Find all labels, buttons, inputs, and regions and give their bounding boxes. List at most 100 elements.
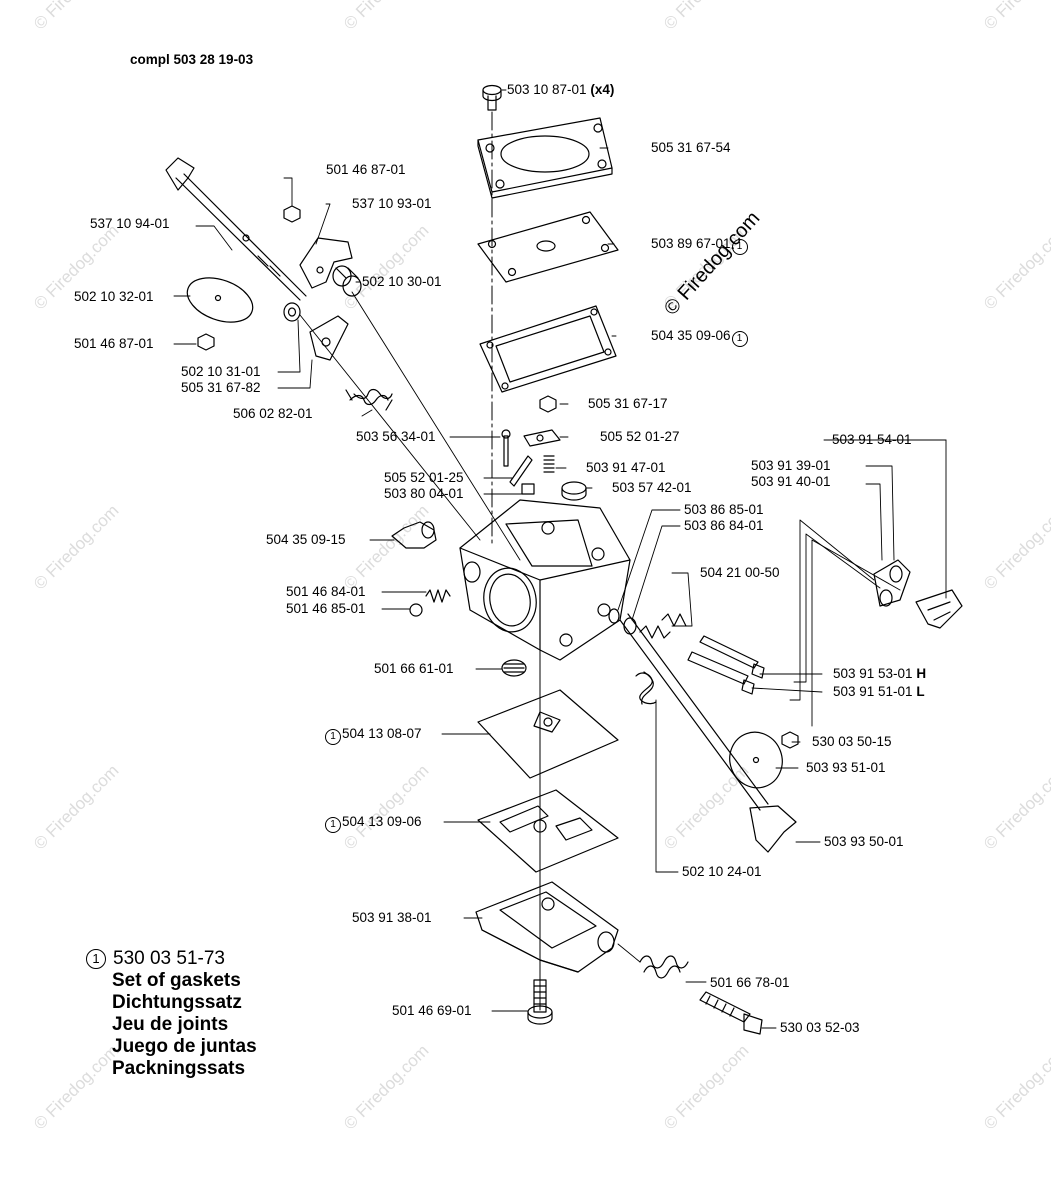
- fuel-inlet-fitting-icon: [391, 521, 437, 549]
- gasket-set-marker: 1: [731, 239, 748, 255]
- part-label-p17: 503 91 54-01: [832, 432, 912, 448]
- lever-spring-icon: [543, 455, 555, 473]
- part-number: 503 91 40-01: [751, 474, 831, 489]
- part-number: 505 52 01-25: [384, 470, 464, 485]
- part-label-p05: 537 10 94-01: [90, 216, 170, 232]
- choke-screw-icon: [781, 731, 799, 749]
- part-number: 501 66 78-01: [710, 975, 790, 990]
- part-number: 504 35 09-06: [651, 328, 731, 343]
- pump-cover-icon: [477, 117, 613, 199]
- throttle-valve-icon: [186, 277, 254, 323]
- return-spring-icon: [345, 388, 393, 411]
- part-label-p32: 503 91 51-01 L: [833, 684, 925, 700]
- part-number: 503 91 54-01: [832, 432, 912, 447]
- high-speed-needle-icon: [699, 635, 765, 679]
- part-number: 503 86 84-01: [684, 518, 764, 533]
- part-suffix: L: [912, 684, 925, 699]
- legend-line: Jeu de joints: [112, 1014, 229, 1035]
- bracket-icon: [299, 237, 353, 289]
- part-number: 503 91 39-01: [751, 458, 831, 473]
- detent-icon: [873, 559, 911, 607]
- check-ball-icon: [409, 603, 423, 617]
- lever-screw-icon: [539, 395, 557, 413]
- part-label-p08: 502 10 30-01: [362, 274, 442, 290]
- part-number: 537 10 94-01: [90, 216, 170, 231]
- part-label-p14: 506 02 82-01: [233, 406, 313, 422]
- part-label-p29: 501 46 85-01: [286, 601, 366, 617]
- part-label-p37: 503 93 50-01: [824, 834, 904, 850]
- part-label-p40: 501 66 78-01: [710, 975, 790, 991]
- legend-line: Packningssats: [112, 1058, 246, 1079]
- part-number: 501 46 87-01: [326, 162, 406, 177]
- part-label-p11: 502 10 31-01: [181, 364, 261, 380]
- part-number: 505 31 67-54: [651, 140, 731, 155]
- part-label-p21: 503 91 40-01: [751, 474, 831, 490]
- part-label-p23: 503 80 04-01: [384, 486, 464, 502]
- part-number: 501 66 61-01: [374, 661, 454, 676]
- small-spring-icon: [425, 589, 451, 603]
- part-label-p02: 505 31 67-54: [651, 140, 731, 156]
- low-speed-needle-icon: [687, 651, 755, 695]
- part-number: 503 91 47-01: [586, 460, 666, 475]
- part-number: 502 10 31-01: [181, 364, 261, 379]
- part-label-p15: 503 56 34-01: [356, 429, 436, 445]
- part-label-p20: 505 52 01-25: [384, 470, 464, 486]
- part-number: 501 46 85-01: [286, 601, 366, 616]
- part-label-p09: 501 46 87-01: [74, 336, 154, 352]
- part-label-p07: 502 10 32-01: [74, 289, 154, 305]
- legend-line: Set of gaskets: [112, 970, 241, 991]
- gasket-set-marker: 1: [325, 817, 341, 833]
- retaining-clip-icon: [915, 589, 963, 629]
- choke-valve-icon: [729, 731, 783, 789]
- part-number: 503 57 42-01: [612, 480, 692, 495]
- part-number: 530 03 52-03: [780, 1020, 860, 1035]
- gasket-set-marker: 1: [731, 331, 748, 347]
- part-label-p39: 503 91 38-01: [352, 910, 432, 926]
- pump-diaphragm-icon: [477, 211, 619, 283]
- part-number: 504 21 00-50: [700, 565, 780, 580]
- part-label-p42: 530 03 52-03: [780, 1020, 860, 1036]
- part-number: 503 86 85-01: [684, 502, 764, 517]
- part-number: 501 46 84-01: [286, 584, 366, 599]
- lever-icon: [309, 315, 349, 361]
- part-number: 505 31 67-82: [181, 380, 261, 395]
- part-number: 501 46 69-01: [392, 1003, 472, 1018]
- needle-seat-icon: [521, 483, 535, 495]
- screw-icon: [482, 84, 502, 111]
- part-label-p25: 503 86 84-01: [684, 518, 764, 534]
- part-label-p41: 501 46 69-01: [392, 1003, 472, 1019]
- part-number: 503 91 53-01: [833, 666, 913, 681]
- metering-diaphragm-icon: [477, 689, 619, 779]
- part-number: 506 02 82-01: [233, 406, 313, 421]
- part-number: 505 52 01-27: [600, 429, 680, 444]
- idle-screw-icon: [699, 991, 763, 1035]
- part-number: 502 10 24-01: [682, 864, 762, 879]
- part-number: 530 03 50-15: [812, 734, 892, 749]
- part-number: 503 91 51-01: [833, 684, 913, 699]
- part-number: 502 10 32-01: [74, 289, 154, 304]
- part-number: 503 56 34-01: [356, 429, 436, 444]
- part-label-p27: 504 21 00-50: [700, 565, 780, 581]
- throttle-shaft-icon: [165, 157, 307, 301]
- part-label-p31: 503 91 53-01 H: [833, 666, 926, 682]
- part-label-p01: 503 10 87-01 (x4): [507, 82, 614, 98]
- part-number: 503 91 38-01: [352, 910, 432, 925]
- idle-spring-icon: [617, 943, 689, 979]
- part-number: 502 10 30-01: [362, 274, 442, 289]
- part-label-p18: 503 91 47-01: [586, 460, 666, 476]
- part-label-p13: 505 31 67-17: [588, 396, 668, 412]
- part-label-p24: 503 86 85-01: [684, 502, 764, 518]
- metering-cover-icon: [475, 881, 619, 973]
- legend-marker: 1: [86, 949, 106, 969]
- legend-line: Juego de juntas: [112, 1036, 257, 1057]
- part-label-p22: 503 57 42-01: [612, 480, 692, 496]
- cover-screw-icon: [527, 979, 553, 1025]
- part-label-p03: 501 46 87-01: [326, 162, 406, 178]
- part-number: 504 13 08-07: [342, 726, 422, 741]
- part-number: 505 31 67-17: [588, 396, 668, 411]
